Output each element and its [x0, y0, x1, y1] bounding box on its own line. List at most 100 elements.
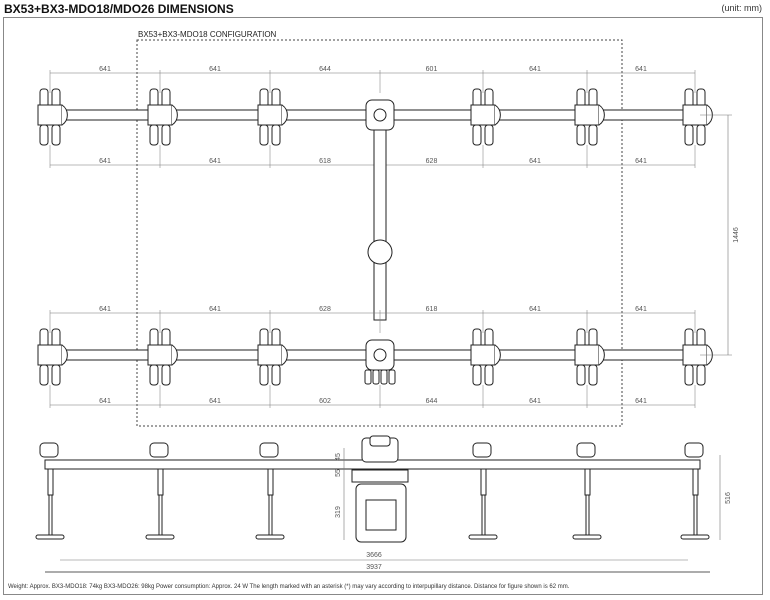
eyepiece: [380, 369, 388, 385]
stand-foot: [572, 534, 602, 540]
dimension-label: 641: [635, 398, 647, 405]
head-side: [576, 442, 596, 458]
stand-post: [48, 494, 53, 536]
stand-post: [157, 468, 164, 496]
dimension-label-1446: 1446: [733, 227, 740, 243]
stand-post: [267, 468, 274, 496]
config-label: BX53+BX3-MDO18 CONFIGURATION: [138, 30, 277, 39]
stand-post: [481, 494, 486, 536]
dimension-label: 644: [319, 66, 331, 73]
stand-post: [693, 494, 698, 536]
microscope-head-icon: [147, 328, 178, 386]
joint: [494, 344, 501, 366]
head-side: [259, 442, 279, 458]
central-microscope-knob: [373, 348, 387, 362]
dimension-label: 641: [99, 398, 111, 405]
eyepiece: [149, 364, 159, 386]
microscope-head-icon: [147, 88, 178, 146]
body: [257, 104, 283, 126]
config-outline: [136, 39, 623, 427]
head-side: [149, 442, 169, 458]
stand-post: [585, 494, 590, 536]
eyepiece: [684, 124, 694, 146]
body: [37, 104, 63, 126]
eyepiece: [588, 364, 598, 386]
eyepiece: [484, 124, 494, 146]
eyepiece: [696, 364, 706, 386]
eyepiece: [684, 364, 694, 386]
dimension-label: 618: [426, 306, 438, 313]
eyepiece: [576, 364, 586, 386]
joint: [598, 344, 605, 366]
central-microscope-knob: [373, 108, 387, 122]
stage-side: [365, 499, 397, 531]
stand-post: [158, 494, 163, 536]
dimension-label: 641: [99, 66, 111, 73]
dimension-label-3937: 3937: [366, 564, 382, 571]
eyepiece: [259, 364, 269, 386]
dimension-label: 628: [319, 306, 331, 313]
dimension-label: 319: [335, 506, 342, 518]
dimension-label: 641: [529, 398, 541, 405]
microscope-base-side: [355, 483, 407, 543]
stand-foot: [680, 534, 710, 540]
dimension-label: 55: [335, 469, 342, 477]
body: [574, 104, 600, 126]
joint: [171, 104, 178, 126]
dimension-label: 601: [426, 66, 438, 73]
dimension-label: 45: [335, 453, 342, 461]
microscope-head-icon: [682, 328, 713, 386]
microscope-head-icon: [574, 328, 605, 386]
dimension-label: 641: [529, 158, 541, 165]
microscope-head-icon: [470, 88, 501, 146]
microscope-head-icon: [257, 88, 288, 146]
eyepiece: [51, 124, 61, 146]
dimension-label: 641: [99, 158, 111, 165]
eyepiece: [51, 364, 61, 386]
body: [257, 344, 283, 366]
body: [470, 344, 496, 366]
dimension-label: 641: [635, 306, 647, 313]
unit-label: (unit: mm): [721, 3, 763, 13]
stand-post: [47, 468, 54, 496]
eyepiece: [149, 124, 159, 146]
stand-foot: [145, 534, 175, 540]
stand-post: [692, 468, 699, 496]
dimension-label: 641: [635, 66, 647, 73]
vertical-bar: [373, 129, 387, 321]
eyepiece: [39, 364, 49, 386]
dimension-label-516: 516: [725, 492, 732, 504]
eyepiece: [696, 124, 706, 146]
head-side: [684, 442, 704, 458]
dimension-label: 641: [209, 158, 221, 165]
body: [147, 344, 173, 366]
stand-foot: [468, 534, 498, 540]
stand-post: [268, 494, 273, 536]
eyepiece: [364, 369, 372, 385]
joint: [281, 344, 288, 366]
eyepiece: [259, 124, 269, 146]
joint: [281, 104, 288, 126]
joint: [61, 344, 68, 366]
joint: [494, 104, 501, 126]
head-side: [472, 442, 492, 458]
eyepiece: [472, 124, 482, 146]
stand-post: [480, 468, 487, 496]
dimension-label: 644: [426, 398, 438, 405]
dimension-label-3666: 3666: [366, 552, 382, 559]
head-side: [39, 442, 59, 458]
eyepiece: [372, 369, 380, 385]
eyepiece-side: [369, 435, 391, 447]
dimension-label: 641: [209, 398, 221, 405]
eyepiece: [472, 364, 482, 386]
microscope-head-icon: [257, 328, 288, 386]
stand-foot: [255, 534, 285, 540]
body: [574, 344, 600, 366]
eyepiece: [39, 124, 49, 146]
dimension-label: 641: [529, 66, 541, 73]
dimension-label: 641: [99, 306, 111, 313]
dimension-label: 641: [529, 306, 541, 313]
microscope-head-icon: [682, 88, 713, 146]
body: [470, 104, 496, 126]
